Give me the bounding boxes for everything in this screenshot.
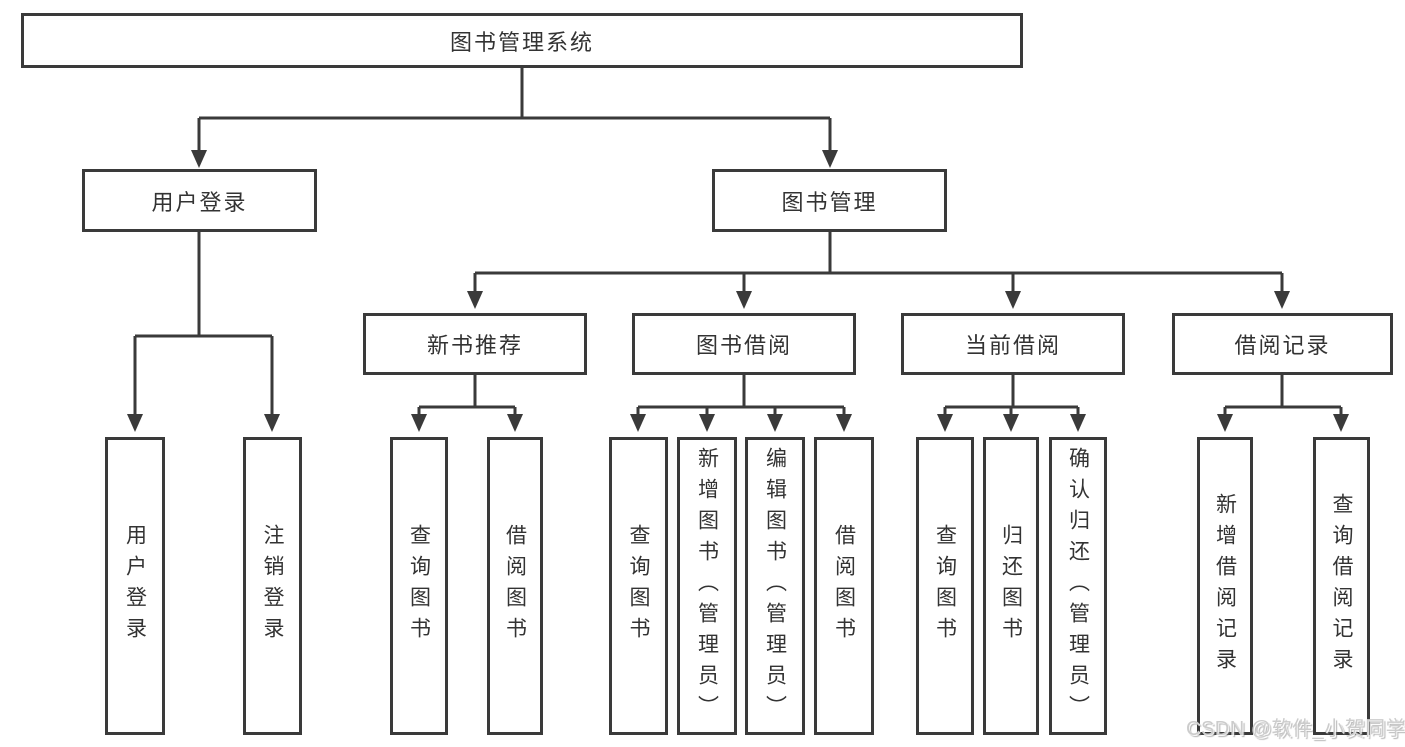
node-label: 借阅图书 xyxy=(832,524,856,648)
node-borrowing-records: 借阅记录 xyxy=(1172,313,1393,375)
node-label: 新书推荐 xyxy=(426,333,523,358)
node-label: 借阅图书 xyxy=(503,524,527,648)
node-label: 查询图书 xyxy=(933,524,957,648)
leaf-return-book: 归还图书 xyxy=(983,437,1039,735)
leaf-borrow-books-borrowing: 借阅图书 xyxy=(814,437,874,735)
leaf-logout: 注销登录 xyxy=(243,437,302,735)
leaf-edit-book-admin: 编辑图书（管理员） xyxy=(745,437,805,735)
node-book-management: 图书管理 xyxy=(712,169,947,232)
leaf-query-books-current: 查询图书 xyxy=(916,437,974,735)
leaf-user-login: 用户登录 xyxy=(105,437,165,735)
node-label: 新增图书（管理员） xyxy=(695,446,719,726)
node-library-management-system: 图书管理系统 xyxy=(21,13,1023,68)
node-label: 图书借阅 xyxy=(695,333,792,358)
leaf-add-borrow-record: 新增借阅记录 xyxy=(1197,437,1253,735)
node-label: 当前借阅 xyxy=(964,333,1061,358)
node-label: 查询图书 xyxy=(627,524,650,648)
arrowheads xyxy=(127,150,1349,432)
node-label: 归还图书 xyxy=(999,524,1023,648)
node-label: 注销登录 xyxy=(261,524,284,648)
node-label: 图书管理 xyxy=(781,189,878,215)
leaf-borrow-books-recommend: 借阅图书 xyxy=(487,437,543,735)
node-new-book-recommendation: 新书推荐 xyxy=(363,313,587,375)
node-book-borrowing: 图书借阅 xyxy=(632,313,856,375)
leaf-add-book-admin: 新增图书（管理员） xyxy=(677,437,737,735)
node-user-login: 用户登录 xyxy=(82,169,317,232)
node-label: 图书管理系统 xyxy=(449,29,594,55)
csdn-watermark: CSDN @软件_小贺同学 xyxy=(1186,718,1405,740)
node-label: 查询图书 xyxy=(407,524,431,648)
node-label: 用户登录 xyxy=(123,524,147,648)
leaf-confirm-return-admin: 确认归还（管理员） xyxy=(1049,437,1107,735)
node-label: 借阅记录 xyxy=(1234,333,1331,358)
node-label: 查询借阅记录 xyxy=(1330,493,1353,679)
node-label: 新增借阅记录 xyxy=(1213,493,1237,679)
node-label: 确认归还（管理员） xyxy=(1066,446,1090,726)
leaf-query-books-recommend: 查询图书 xyxy=(390,437,448,735)
node-label: 编辑图书（管理员） xyxy=(763,446,787,726)
node-label: 用户登录 xyxy=(151,189,248,215)
node-current-borrowing: 当前借阅 xyxy=(901,313,1125,375)
leaf-query-books-borrowing: 查询图书 xyxy=(609,437,668,735)
leaf-query-borrow-record: 查询借阅记录 xyxy=(1313,437,1370,735)
